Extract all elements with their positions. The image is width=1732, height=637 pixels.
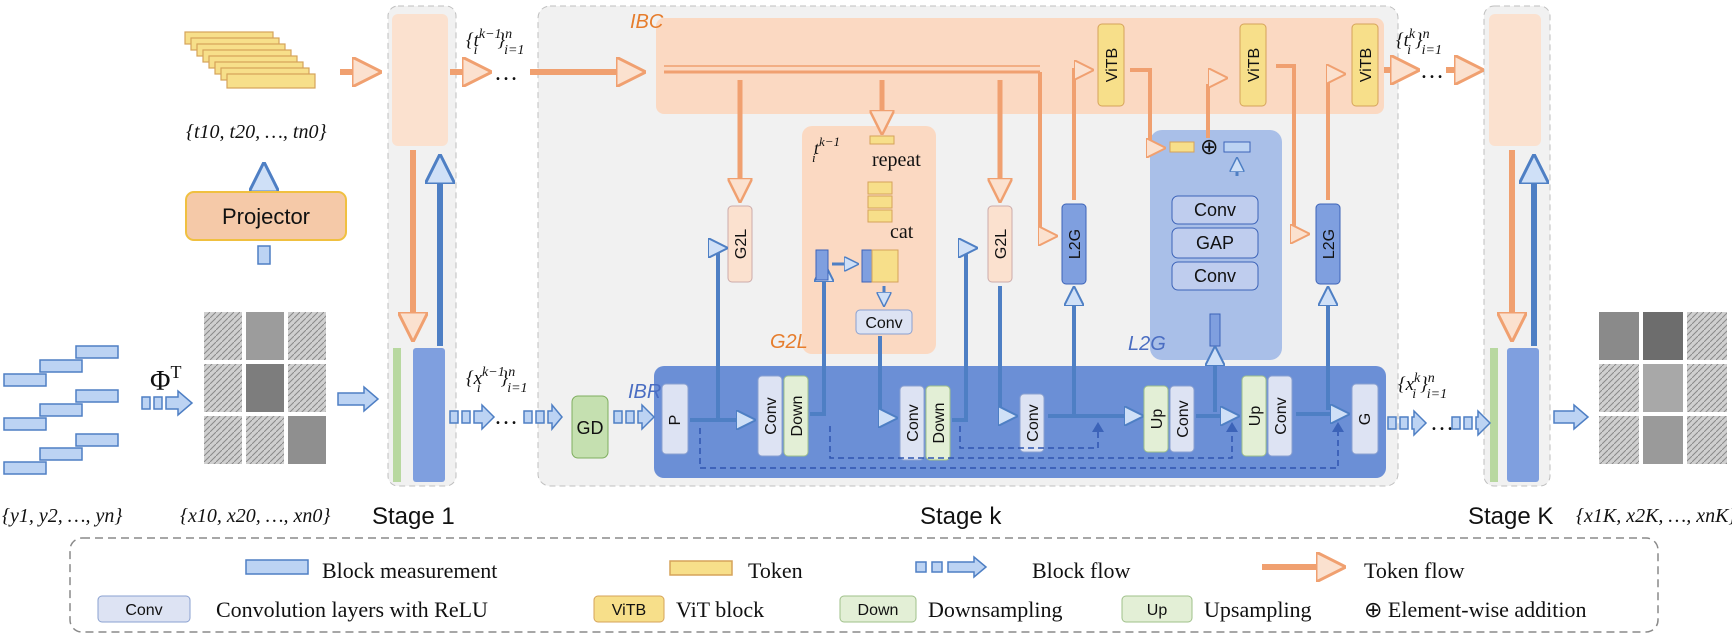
up-block-2 [1241,375,1267,457]
svg-text:Down: Down [931,403,948,444]
l2g-block-1 [1061,203,1087,285]
legend-down-chip [839,595,917,623]
token-stack [184,31,316,89]
conv-block-l2g-1 [1171,195,1259,225]
down-block-2 [925,385,951,461]
svg-text:Conv: Conv [1194,200,1236,220]
stagek-label: Stage k [920,503,1002,530]
svg-text:Block flow: Block flow [1032,558,1130,583]
conv-block-l2g-2 [1171,261,1259,291]
svg-text:…: … [1420,58,1444,84]
legend-add: ⊕ Element-wise addition [1364,597,1587,622]
svg-text:ViTB: ViTB [1104,48,1121,82]
xK-patches [1597,310,1729,466]
svg-text:Up: Up [1147,602,1168,619]
svg-text:…: … [1430,410,1454,436]
g-block [1351,383,1379,455]
g2l-region [802,126,936,354]
svg-text:G2L: G2L [733,229,750,259]
conv-block-2 [899,385,925,461]
svg-text:Token: Token [748,558,803,583]
svg-text:GAP: GAP [1196,233,1234,253]
svg-text:Convolution layers with ReLU: Convolution layers with ReLU [216,597,488,622]
svg-text:⊕: ⊕ [1200,134,1218,159]
block-measurements [3,345,119,475]
svg-text:GD: GD [577,418,604,438]
svg-text:Up: Up [1247,406,1264,427]
g2l-block-1 [727,205,753,283]
svg-text:Downsampling: Downsampling [928,597,1062,622]
projector-label: Projector [222,204,310,229]
svg-text:Upsampling: Upsampling [1204,597,1312,622]
svg-text:Up: Up [1149,409,1166,430]
svg-text:Conv: Conv [125,602,162,619]
t0-set: {t10, t20, …, tn0} [186,121,326,143]
stageK-label: Stage K [1468,503,1553,530]
g2l-region-label: G2L [770,331,808,353]
legend-vitb-chip [593,595,665,623]
svg-text:Conv: Conv [763,397,780,434]
svg-text:L2G: L2G [1067,229,1084,259]
gap-block [1171,227,1259,259]
conv-block-1 [757,375,783,457]
svg-text:Conv: Conv [1175,400,1192,437]
conv-block-g2l [855,309,913,335]
svg-text:…: … [494,60,518,86]
l2g-block-2 [1315,203,1341,285]
conv-block-5 [1267,375,1293,457]
svg-text:Down: Down [789,396,806,437]
svg-text:G: G [1357,413,1374,425]
svg-text:Token flow: Token flow [1364,558,1465,583]
svg-text:P: P [667,415,684,426]
g2l-block-2 [987,205,1013,283]
projector-box [185,191,347,241]
legend-up-chip [1121,595,1193,623]
up-block-1 [1143,385,1169,453]
vitb-block-2 [1239,23,1267,107]
xK-set: {x1K, x2K, …, xnK} [1576,505,1732,527]
y-set: {y1, y2, …, yn} [2,505,122,527]
svg-text:cat: cat [890,221,914,243]
conv-block-3 [1019,393,1045,453]
conv-block-4 [1169,385,1195,453]
legend-block-icon [245,559,309,575]
legend-token-icon [669,560,733,576]
x0-patches [202,310,328,466]
svg-text:L2G: L2G [1321,229,1338,259]
svg-text:ViTB: ViTB [612,602,646,619]
svg-text:Conv: Conv [1194,266,1236,286]
svg-text:Conv: Conv [865,315,902,332]
down-block-1 [783,375,809,457]
svg-text:ViT block: ViT block [676,597,764,622]
p-block [661,383,689,455]
ibr-label: IBR [628,381,661,403]
phi-transpose: ΦT [150,362,181,397]
svg-text:Conv: Conv [1025,404,1042,441]
x0-set: {x10, x20, …, xn0} [180,505,330,527]
block-flow-arrow [141,389,194,417]
stage1-label: Stage 1 [372,503,455,530]
svg-text:Conv: Conv [1273,397,1290,434]
legend-conv-chip [97,595,191,623]
legend-block-flow-icon [915,555,988,579]
ibc-label: IBC [630,11,664,33]
l2g-region-label: L2G [1128,333,1166,355]
svg-text:G2L: G2L [993,229,1010,259]
svg-text:…: … [494,404,518,430]
legend-box [69,537,1659,633]
vitb-block-1 [1097,23,1125,107]
svg-text:Conv: Conv [905,404,922,441]
svg-text:Block measurement: Block measurement [322,558,497,583]
svg-text:Down: Down [858,602,899,619]
gd-block [571,395,609,459]
svg-text:repeat: repeat [872,149,921,171]
svg-text:ViTB: ViTB [1358,48,1375,82]
svg-text:ViTB: ViTB [1246,48,1263,82]
vitb-block-3 [1351,23,1379,107]
